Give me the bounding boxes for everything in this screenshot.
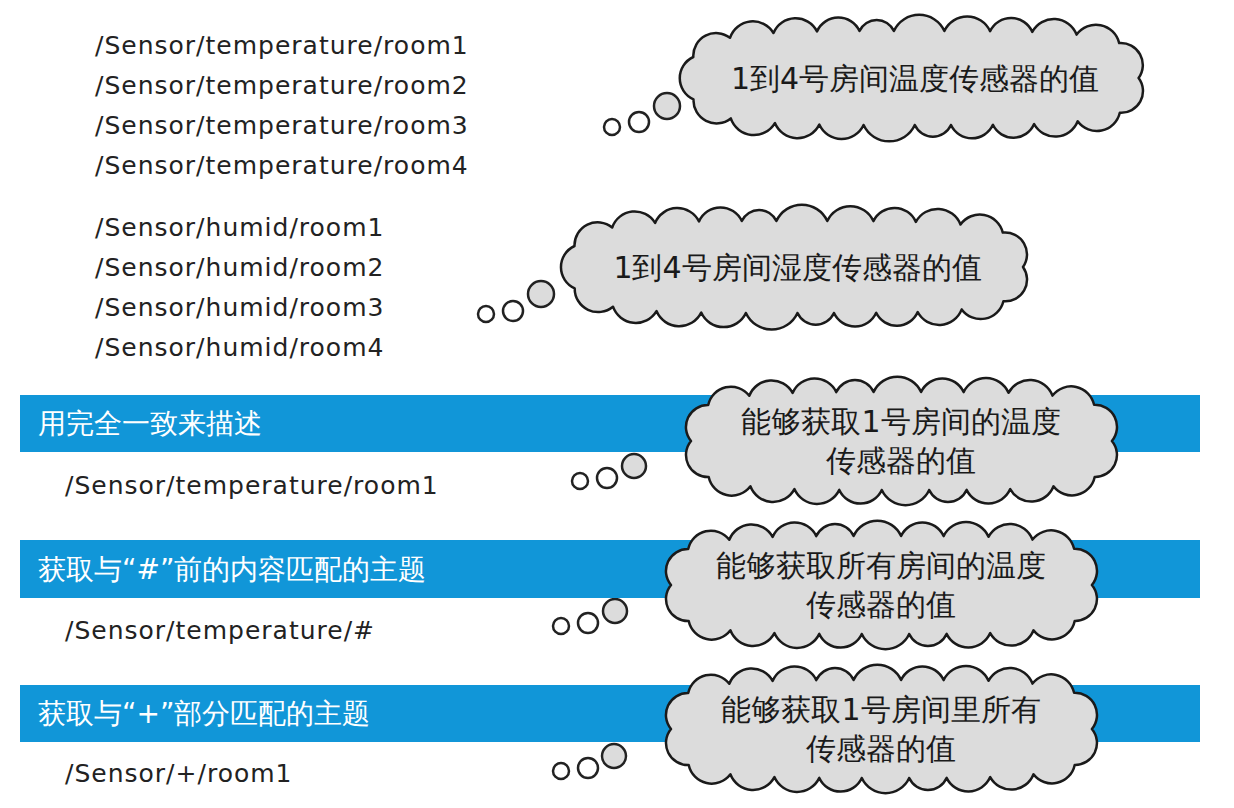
topic-path: /Sensor/+/room1 xyxy=(65,759,293,789)
thought-cloud: 1到4号房间湿度传感器的值 xyxy=(555,204,1040,330)
thought-dot xyxy=(654,93,680,119)
thought-cloud: 1到4号房间温度传感器的值 xyxy=(674,14,1156,142)
cloud-text: 能够获取1号房间的温度 传感器的值 xyxy=(728,402,1074,480)
cloud-shape xyxy=(686,377,1117,505)
thought-dot xyxy=(602,744,626,768)
band-heading: 获取与“#”前的内容匹配的主题 xyxy=(38,552,426,587)
topic-path: /Sensor/humid/room1 xyxy=(95,213,384,243)
thought-dot xyxy=(622,454,646,478)
topic-path: /Sensor/temperature/room1 xyxy=(95,31,469,61)
cloud-text: 能够获取1号房间里所有 传感器的值 xyxy=(708,690,1054,768)
thought-dot xyxy=(528,281,554,307)
cloud-outline xyxy=(654,663,1109,795)
cloud-shape xyxy=(680,15,1143,142)
cloud-outline xyxy=(654,519,1109,651)
thought-dot xyxy=(503,301,523,321)
topic-path: /Sensor/temperature/room2 xyxy=(95,71,469,101)
thought-dot xyxy=(578,758,598,778)
thought-dot xyxy=(578,613,598,633)
band-heading: 用完全一致来描述 xyxy=(38,406,262,441)
thought-cloud: 能够获取1号房间里所有 传感器的值 xyxy=(654,663,1109,795)
topic-path: /Sensor/humid/room3 xyxy=(95,293,384,323)
cloud-shape xyxy=(561,205,1027,330)
cloud-shape xyxy=(666,521,1097,649)
topic-path: /Sensor/temperature/room1 xyxy=(65,471,439,501)
cloud-shape xyxy=(666,665,1097,793)
cloud-text: 1到4号房间温度传感器的值 xyxy=(731,59,1099,98)
cloud-text: 能够获取所有房间的温度 传感器的值 xyxy=(708,546,1054,624)
topic-path: /Sensor/temperature/# xyxy=(65,616,375,646)
thought-dot xyxy=(604,119,620,135)
thought-cloud: 能够获取1号房间的温度 传感器的值 xyxy=(674,375,1129,507)
cloud-text: 1到4号房间湿度传感器的值 xyxy=(613,248,981,287)
thought-dot xyxy=(603,599,627,623)
cloud-outline xyxy=(674,375,1129,507)
topic-path: /Sensor/temperature/room3 xyxy=(95,111,469,141)
thought-dot xyxy=(629,112,649,132)
topic-path: /Sensor/temperature/room4 xyxy=(95,151,469,181)
thought-cloud: 能够获取所有房间的温度 传感器的值 xyxy=(654,519,1109,651)
thought-dot xyxy=(553,618,569,634)
thought-dot xyxy=(597,468,617,488)
thought-dot xyxy=(553,763,569,779)
band-heading: 获取与“+”部分匹配的主题 xyxy=(38,696,370,731)
topic-path: /Sensor/humid/room2 xyxy=(95,253,384,283)
thought-dot xyxy=(478,306,494,322)
thought-dot xyxy=(572,473,588,489)
topic-path: /Sensor/humid/room4 xyxy=(95,333,384,363)
